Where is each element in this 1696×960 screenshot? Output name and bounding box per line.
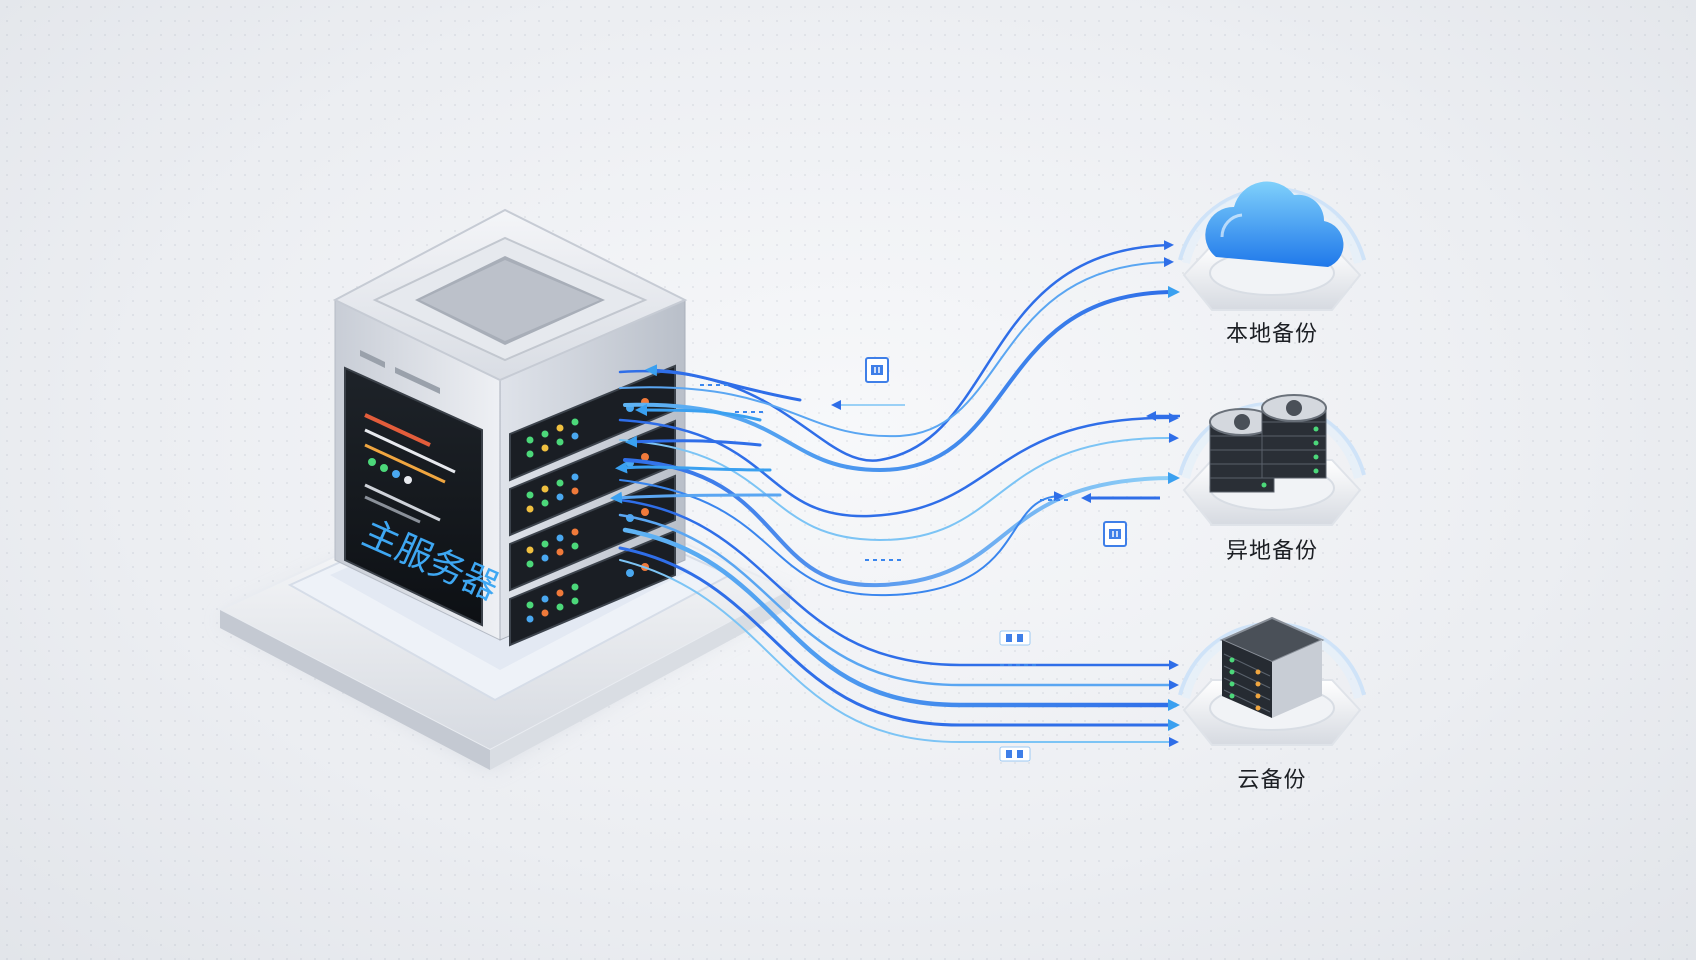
status-led (541, 444, 549, 452)
status-led (526, 601, 534, 609)
return-flow-line (610, 491, 782, 504)
server-status-lines (364, 413, 456, 524)
flow-line (618, 240, 1174, 462)
flow-line (619, 257, 1174, 438)
target-label-cloud: 云备份 (1237, 768, 1307, 793)
rack-led (1229, 657, 1235, 663)
disk-hub (1234, 414, 1250, 430)
status-led (526, 615, 534, 623)
return-flow-line (635, 404, 762, 422)
status-led (571, 473, 579, 481)
flow-line (618, 412, 1179, 518)
disk-led (1313, 454, 1319, 460)
status-led (541, 499, 549, 507)
target-server-rack[interactable] (1178, 616, 1366, 746)
status-led (571, 542, 579, 550)
packet-icon (999, 746, 1031, 762)
status-led (526, 560, 534, 568)
status-led (571, 487, 579, 495)
status-led (556, 534, 564, 542)
status-led (571, 597, 579, 605)
status-led (571, 528, 579, 536)
status-led (541, 595, 549, 603)
packet-markers (865, 357, 1127, 762)
status-led (556, 589, 564, 597)
cloud-highlight (1220, 213, 1243, 238)
rack-panel (509, 419, 676, 537)
target-label-offsite: 异地备份 (1225, 539, 1319, 564)
rack-led (1229, 681, 1235, 687)
flow-line (623, 286, 1180, 473)
target-cloud[interactable] (1178, 181, 1366, 311)
flow-line (619, 479, 1064, 597)
rack-led (1255, 681, 1261, 687)
rack-indicator (641, 508, 649, 516)
disk-led (1313, 426, 1319, 432)
status-led (541, 609, 549, 617)
disk-layer (1209, 477, 1275, 493)
rack-led (1255, 693, 1261, 699)
status-led (571, 432, 579, 440)
rack-led (1255, 705, 1261, 711)
target-disk-stack[interactable] (1178, 394, 1366, 526)
status-led (541, 430, 549, 438)
status-led (526, 436, 534, 444)
disk-layer (1261, 463, 1327, 479)
rack-right (1272, 640, 1322, 718)
status-led (526, 491, 534, 499)
rack-led (1255, 669, 1261, 675)
data-flows (610, 240, 1180, 747)
rack-unit (509, 529, 676, 647)
cloud-icon (1205, 181, 1344, 267)
disk-led (1313, 468, 1319, 474)
packet-icon (1103, 521, 1127, 547)
rack-led (1229, 669, 1235, 675)
rack-indicator (641, 453, 649, 461)
status-led (556, 479, 564, 487)
flow-line (622, 527, 1180, 711)
return-flow-line (625, 435, 762, 448)
status-led (541, 554, 549, 562)
status-led (541, 485, 549, 493)
status-led (526, 450, 534, 458)
packet-icon (999, 630, 1031, 646)
status-led (556, 603, 564, 611)
disk-stack-icon (1209, 394, 1327, 493)
flow-line (618, 546, 1180, 731)
rack-indicator (626, 569, 634, 577)
status-led (556, 548, 564, 556)
flow-line (619, 559, 1179, 747)
status-led (526, 546, 534, 554)
return-flow-line (645, 364, 802, 402)
status-led (556, 493, 564, 501)
cloud-shape (1205, 181, 1344, 267)
status-led (571, 418, 579, 426)
flow-line (618, 498, 1179, 670)
main-server[interactable]: 主服务器 (332, 208, 688, 647)
status-led (556, 424, 564, 432)
status-led (541, 540, 549, 548)
rack-led (1229, 693, 1235, 699)
packet-icon (865, 357, 889, 383)
status-led (556, 438, 564, 446)
status-led (571, 583, 579, 591)
disk-led (1313, 440, 1319, 446)
server-rack-icon (1219, 616, 1325, 718)
status-led (526, 505, 534, 513)
disk-led (1261, 482, 1267, 488)
disk-hub (1286, 400, 1302, 416)
flow-line (618, 513, 1179, 690)
server-rack-units (509, 364, 676, 647)
return-flow-line (615, 461, 772, 474)
rack-panel (509, 529, 676, 647)
target-label-local: 本地备份 (1225, 322, 1319, 347)
